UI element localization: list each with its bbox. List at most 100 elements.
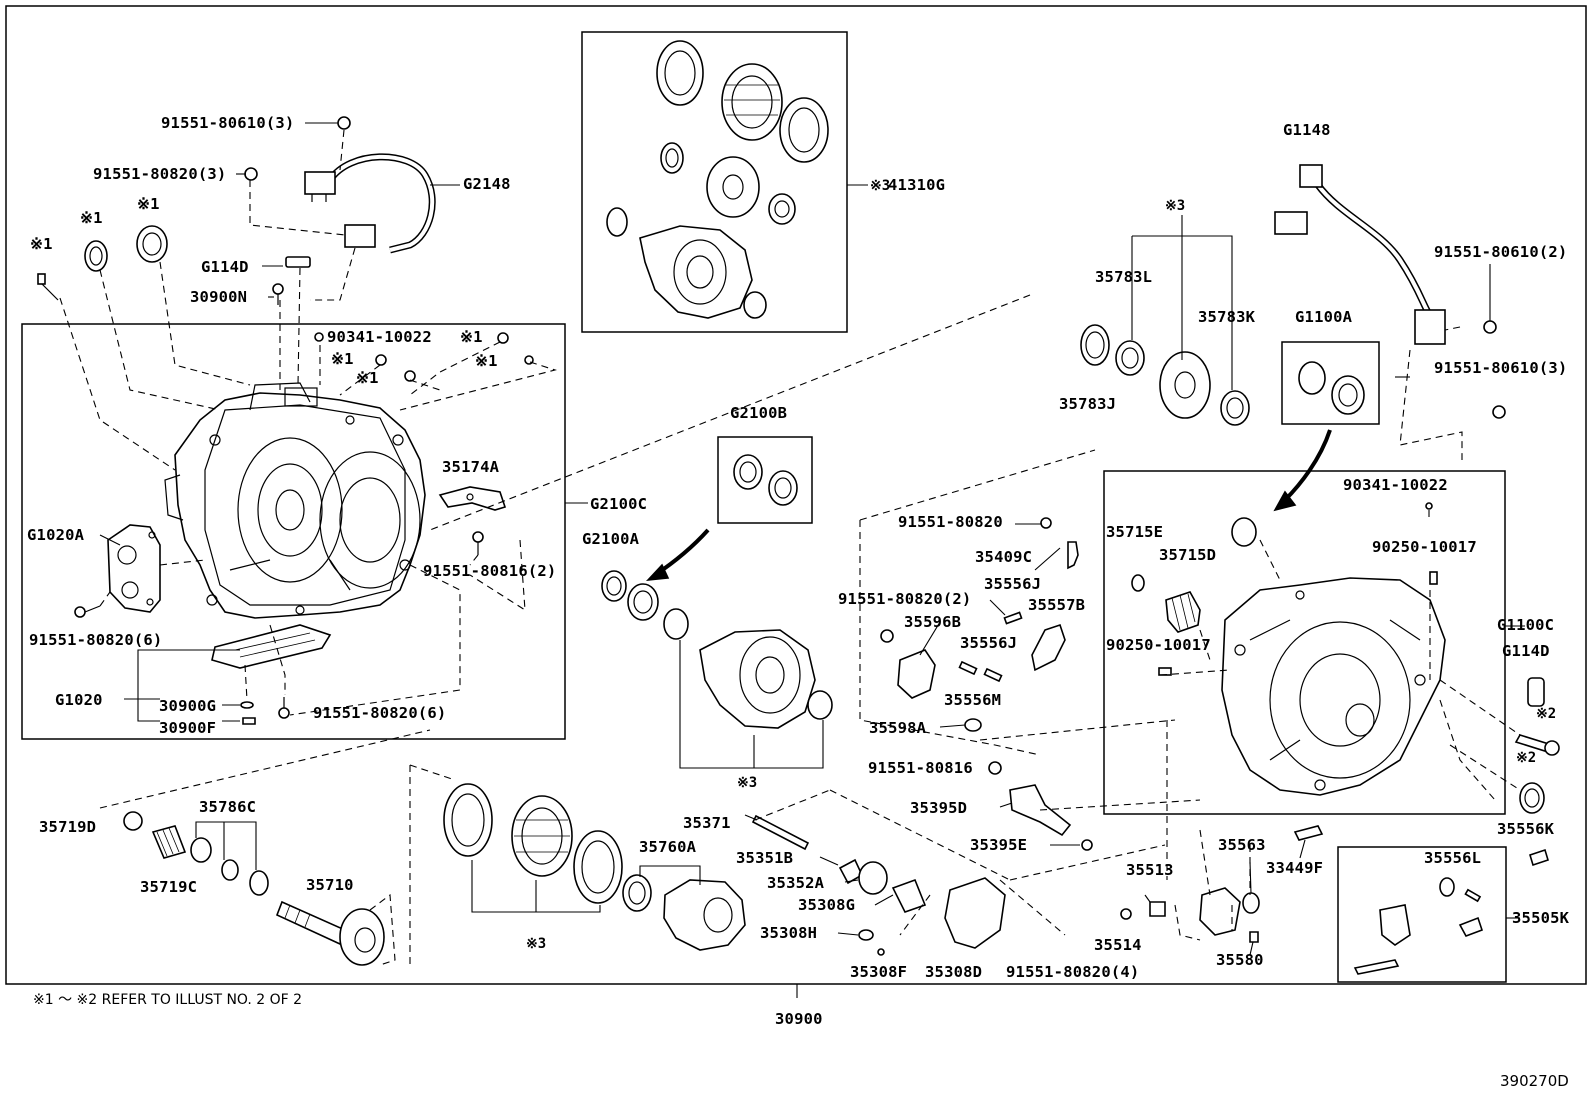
label-30900f: 30900F bbox=[159, 719, 216, 737]
label-33449f: 33449F bbox=[1266, 859, 1323, 877]
labels: 91551-80610(3) 91551-80820(3) G2148 ※1 ※… bbox=[27, 114, 1570, 1090]
label-35351b: 35351B bbox=[736, 849, 793, 867]
plug-icon-90341-10022-right bbox=[1425, 502, 1433, 510]
label-g2100a: G2100A bbox=[582, 530, 640, 548]
label-30900g: 30900G bbox=[159, 697, 216, 715]
label-35514: 35514 bbox=[1094, 936, 1142, 954]
label-mark1-g: ※1 bbox=[356, 369, 379, 387]
bracket-35174a bbox=[438, 486, 507, 511]
label-91551-80820-mid: 91551-80820 bbox=[898, 513, 1003, 531]
label-90250-10017b: 90250-10017 bbox=[1106, 636, 1211, 654]
plug-icon-30900g bbox=[240, 701, 254, 709]
bolt-icon-91551-80820-6b bbox=[278, 697, 290, 719]
bolt-icon-91551-80610-2 bbox=[1483, 320, 1497, 334]
label-g1100c: G1100C bbox=[1497, 616, 1554, 634]
label-35557b: 35557B bbox=[1028, 596, 1085, 614]
label-35563: 35563 bbox=[1218, 836, 1266, 854]
label-mark3-35760a: ※3 bbox=[526, 936, 546, 952]
label-35409c: 35409C bbox=[975, 548, 1032, 566]
label-g2148: G2148 bbox=[463, 175, 511, 193]
transaxle-housing-left bbox=[164, 382, 426, 619]
bolt-icon-91551-80820-6 bbox=[74, 605, 101, 618]
label-35395e: 35395E bbox=[970, 836, 1027, 854]
differential-parts-top bbox=[606, 40, 829, 319]
bolt-icon-91551-80820-3 bbox=[244, 167, 258, 181]
label-91551-80816: 91551-80816 bbox=[868, 759, 973, 777]
label-35371: 35371 bbox=[683, 814, 731, 832]
g2100b-parts bbox=[733, 454, 798, 506]
label-35719d: 35719D bbox=[39, 818, 96, 836]
plug-icon-90341-10022-left bbox=[314, 332, 324, 342]
label-g2100b: G2100B bbox=[730, 404, 787, 422]
label-g1020: G1020 bbox=[55, 691, 103, 709]
label-91551-80820-2: 91551-80820(2) bbox=[838, 590, 971, 608]
label-35598a: 35598A bbox=[869, 719, 927, 737]
seal-icon-m1-small bbox=[84, 240, 108, 272]
label-35352a: 35352A bbox=[767, 874, 825, 892]
pin-icon-90250-10017b bbox=[1158, 667, 1172, 676]
bolt-icon-91551-80816-2 bbox=[472, 531, 484, 555]
label-35513: 35513 bbox=[1126, 861, 1174, 879]
label-91551-80820-6a: 91551-80820(6) bbox=[29, 631, 162, 649]
label-35596b: 35596B bbox=[904, 613, 961, 631]
gear-set-35783 bbox=[1080, 324, 1250, 426]
plug-icon-30900n bbox=[272, 283, 284, 305]
plug-icon-30900f bbox=[242, 717, 256, 725]
shaft-group-35710 bbox=[123, 811, 385, 966]
parts-35505k bbox=[1353, 877, 1484, 975]
box-35505k bbox=[1337, 846, 1507, 983]
case-group-box bbox=[21, 323, 566, 740]
plug-icon-m1-b bbox=[375, 354, 387, 366]
label-mark3-41310g: ※3 bbox=[870, 178, 890, 194]
label-35715e: 35715E bbox=[1106, 523, 1163, 541]
label-35580: 35580 bbox=[1216, 951, 1264, 969]
label-41310g: 41310G bbox=[888, 176, 945, 194]
label-g1020a: G1020A bbox=[27, 526, 85, 544]
plug-icon-m1-d bbox=[404, 370, 416, 382]
differential-assembly-g2100a bbox=[601, 570, 833, 729]
label-mark1-b: ※1 bbox=[80, 209, 103, 227]
label-g114d-top: G114D bbox=[201, 258, 249, 276]
figure-number: 390270D bbox=[1500, 1072, 1569, 1090]
label-90341-10022-right: 90341-10022 bbox=[1343, 476, 1448, 494]
clip-icon-g114d-right bbox=[1527, 677, 1545, 707]
label-35556j-a: 35556J bbox=[984, 575, 1041, 593]
label-35783j: 35783J bbox=[1059, 395, 1116, 413]
bottom-right-parts bbox=[1120, 825, 1549, 943]
seal-icon-35715e bbox=[1131, 574, 1145, 592]
label-30900n: 30900N bbox=[190, 288, 247, 306]
assembly-number: 30900 bbox=[775, 1010, 823, 1028]
label-91551-80816-2: 91551-80816(2) bbox=[423, 562, 556, 580]
label-35760a: 35760A bbox=[639, 838, 697, 856]
harness-g2148 bbox=[304, 153, 436, 254]
label-g1100a: G1100A bbox=[1295, 308, 1353, 326]
parking-parts bbox=[751, 814, 1006, 956]
label-35786c: 35786C bbox=[199, 798, 256, 816]
footnote: ※1 ～ ※2 REFER TO ILLUST NO. 2 OF 2 bbox=[33, 992, 302, 1008]
label-mark2-b: ※2 bbox=[1516, 750, 1536, 766]
pin-icon-90250-10017a bbox=[1429, 571, 1438, 585]
harness-g1148 bbox=[1274, 164, 1446, 345]
label-91551-80610-2: 91551-80610(2) bbox=[1434, 243, 1567, 261]
label-g114d-right: G114D bbox=[1502, 642, 1550, 660]
g1100a-parts bbox=[1298, 361, 1365, 415]
label-mark1-e: ※1 bbox=[331, 350, 354, 368]
label-35505k: 35505K bbox=[1512, 909, 1570, 927]
label-leaders bbox=[99, 122, 1410, 956]
label-91551-80610-3: 91551-80610(3) bbox=[161, 114, 294, 132]
seal-icon-g1100c bbox=[1231, 517, 1257, 547]
differential-case-35760a bbox=[443, 783, 746, 951]
label-35556k: 35556K bbox=[1497, 820, 1555, 838]
label-91551-80610-3b: 91551-80610(3) bbox=[1434, 359, 1567, 377]
label-35308f: 35308F bbox=[850, 963, 907, 981]
outer-frame bbox=[5, 5, 1587, 985]
label-mark1-f: ※1 bbox=[475, 352, 498, 370]
plug-icon-m1-a bbox=[497, 332, 509, 344]
bolt-icon-m1-left bbox=[37, 273, 59, 301]
label-35783l: 35783L bbox=[1095, 268, 1152, 286]
g1100c-box bbox=[1103, 470, 1506, 815]
seal-icon-m2 bbox=[1519, 782, 1545, 814]
label-91551-80820-6b: 91551-80820(6) bbox=[313, 704, 446, 722]
label-mark1-d: ※1 bbox=[460, 328, 483, 346]
